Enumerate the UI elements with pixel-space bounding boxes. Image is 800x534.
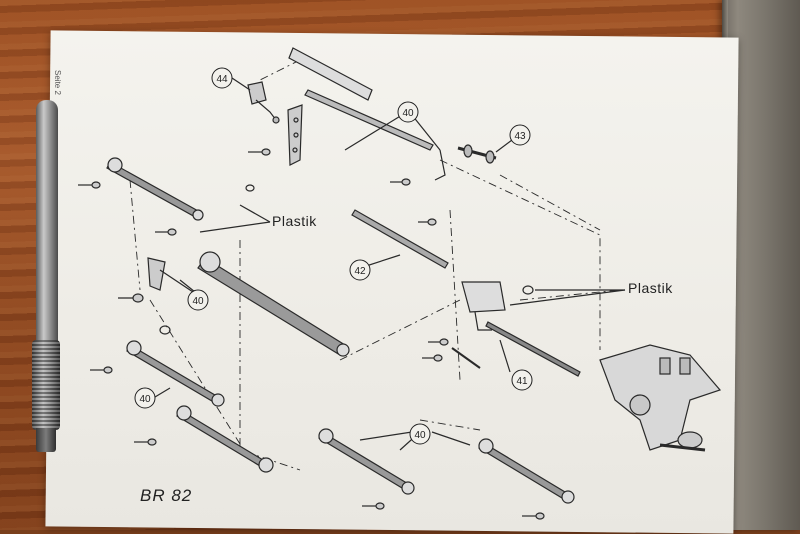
- tool-tip: [36, 428, 56, 452]
- screwdriver-tool: [26, 100, 66, 452]
- plastik-label-right: Plastik: [628, 280, 673, 296]
- plastik-label-top: Plastik: [272, 213, 317, 229]
- tool-shaft: [36, 100, 58, 350]
- model-title: BR 82: [140, 486, 193, 505]
- callout-42: 42: [354, 266, 366, 277]
- callout-43: 43: [514, 131, 526, 142]
- callout-44: 44: [216, 74, 228, 85]
- callout-40-bottom: 40: [414, 430, 426, 441]
- callout-40-left-low: 40: [139, 394, 151, 405]
- tool-grip: [32, 340, 60, 430]
- callout-40-top: 40: [402, 108, 414, 119]
- callout-41: 41: [516, 376, 528, 387]
- callout-40-left-mid: 40: [192, 296, 204, 307]
